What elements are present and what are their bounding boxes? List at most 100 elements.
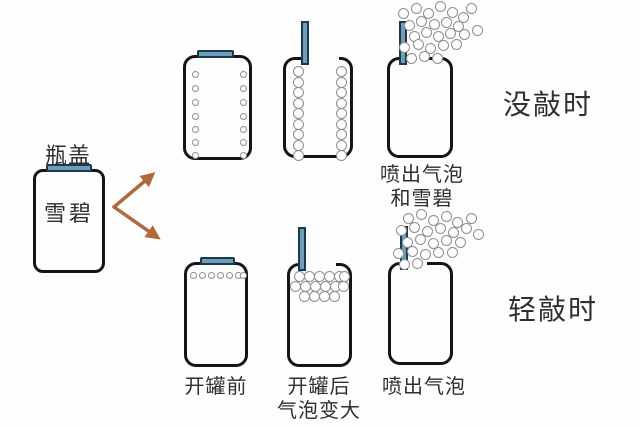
can-untapped-spray: [387, 21, 453, 158]
caption-spray-bubbles: 喷出气泡: [382, 374, 466, 398]
bubble: [392, 247, 404, 259]
bubble: [444, 27, 456, 39]
bubble: [465, 212, 477, 224]
bubble: [421, 225, 433, 237]
bubble: [191, 84, 199, 92]
bubble: [318, 290, 330, 302]
can-opening: [309, 55, 339, 63]
bubble: [335, 76, 347, 88]
bubble: [465, 2, 477, 14]
bubble: [471, 24, 483, 36]
bubble: [458, 28, 470, 40]
bubble: [432, 30, 444, 42]
bubble: [446, 246, 458, 258]
bubble: [428, 18, 440, 30]
bubble: [292, 149, 304, 161]
bubble: [338, 270, 350, 282]
bubble: [419, 248, 431, 260]
bubble: [451, 216, 463, 228]
bubble: [191, 112, 199, 120]
bubble: [299, 280, 311, 292]
bubble: [434, 222, 446, 234]
bubble: [207, 271, 215, 279]
bubble: [408, 221, 420, 233]
bubble: [424, 42, 436, 54]
bubble: [454, 236, 466, 248]
bubble: [432, 246, 444, 258]
bubble: [422, 7, 434, 19]
bubble: [191, 125, 199, 133]
bubble: [308, 290, 320, 302]
bubble: [323, 270, 335, 282]
bubble: [415, 15, 427, 27]
bubble: [452, 20, 464, 32]
bubble: [437, 39, 449, 51]
bubble: [292, 118, 304, 130]
bubble: [191, 70, 199, 78]
arrow-up-right: [112, 172, 156, 209]
source-can-label: 雪碧: [43, 202, 94, 227]
bubble: [189, 271, 197, 279]
bottle-cap: [46, 164, 92, 172]
can-opening: [305, 261, 336, 269]
bubble: [335, 65, 347, 77]
bubble: [335, 107, 347, 119]
can-untapped-sealed: [183, 50, 252, 160]
can-cap: [197, 50, 234, 58]
bubble: [191, 138, 199, 146]
spray-bubbles-untapped: [383, 0, 485, 66]
bubble: [292, 65, 304, 77]
source-can: 雪碧: [33, 164, 105, 273]
bubble: [225, 271, 233, 279]
bubble: [335, 118, 347, 130]
bubble: [309, 280, 321, 292]
bubble: [292, 107, 304, 119]
arrow-down-right: [112, 205, 161, 240]
bubble: [191, 98, 199, 106]
bubble: [402, 212, 414, 224]
bubble: [239, 151, 247, 159]
bubble: [335, 86, 347, 98]
row-label-tapped: 轻敲时: [508, 293, 599, 326]
bubble: [410, 2, 422, 14]
bubble: [239, 84, 247, 92]
bubble: [405, 52, 417, 64]
bubble: [447, 226, 459, 238]
bubble: [398, 41, 410, 53]
bubble: [431, 52, 443, 64]
can-untapped-opened: [283, 21, 353, 161]
bubble: [415, 208, 427, 220]
caption-after-open: 开罐后 气泡变大: [272, 374, 366, 422]
bubble: [434, 0, 446, 12]
bubble: [401, 236, 413, 248]
spray-bubbles-tapped: [383, 208, 485, 270]
bubble: [313, 270, 325, 282]
fork-arrows: [112, 172, 161, 240]
bubble: [289, 280, 301, 292]
bubble: [397, 7, 409, 19]
bubble: [412, 38, 424, 50]
bubble: [328, 290, 340, 302]
can-opening: [406, 55, 427, 63]
bubble: [198, 271, 206, 279]
bubble: [216, 271, 224, 279]
bubble: [446, 6, 458, 18]
bubble: [239, 125, 247, 133]
bubble: [239, 70, 247, 78]
bubble: [420, 26, 432, 38]
bubble: [395, 224, 407, 236]
bubble: [239, 271, 247, 279]
row-label-untapped: 没敲时: [503, 88, 594, 121]
bubble: [239, 112, 247, 120]
bubble: [335, 128, 347, 140]
bubble: [293, 270, 305, 282]
bubble: [411, 257, 423, 269]
can-tapped-spray: [388, 226, 453, 365]
can-tapped-opened: [287, 227, 352, 367]
caption-line: 开罐后: [287, 374, 351, 398]
bubble: [418, 50, 430, 62]
bubble: [298, 290, 310, 302]
bubble: [292, 128, 304, 140]
bubble: [440, 16, 452, 28]
